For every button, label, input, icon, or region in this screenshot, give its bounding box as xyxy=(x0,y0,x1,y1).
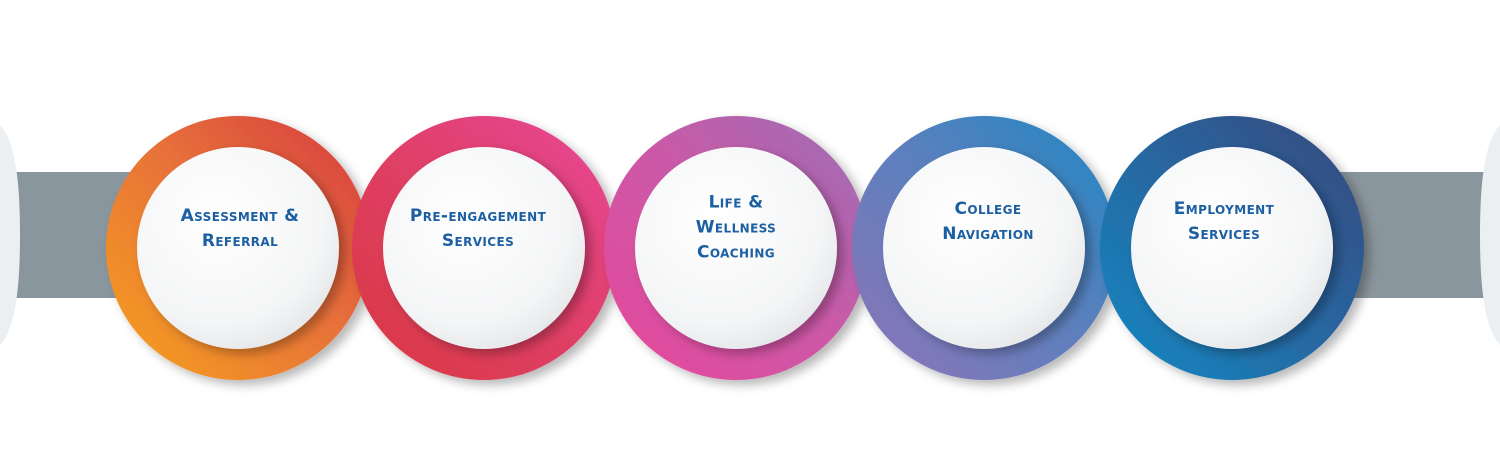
step-label-4: College Navigation xyxy=(893,197,1083,247)
step-label-4-line-2: Navigation xyxy=(942,224,1034,244)
step-label-5-line-2: Services xyxy=(1187,224,1261,244)
step-label-3: Life & Wellness Coaching xyxy=(641,191,831,266)
step-label-3-line-1: Life & xyxy=(708,192,764,213)
step-label-3-line-2: Wellness xyxy=(695,217,777,238)
step-disc-2 xyxy=(383,147,585,349)
band-left-cap xyxy=(0,125,20,345)
step-disc-1 xyxy=(137,147,339,349)
step-label-1-line-1: Assessment & xyxy=(180,206,300,226)
step-label-3-line-3: Coaching xyxy=(696,242,776,263)
step-label-5: Employment Services xyxy=(1129,197,1319,247)
step-label-4-line-1: College xyxy=(954,199,1022,219)
band-right-cap xyxy=(1480,125,1500,345)
step-label-2-line-1: Pre-engagement xyxy=(409,206,547,226)
step-label-2: Pre-engagement Services xyxy=(383,204,573,254)
step-disc-5 xyxy=(1131,147,1333,349)
step-disc-4 xyxy=(883,147,1085,349)
step-label-2-line-2: Services xyxy=(441,231,515,251)
step-label-1-line-2: Referral xyxy=(201,231,279,251)
rings-group xyxy=(106,116,1364,380)
step-disc-3 xyxy=(635,147,837,349)
band-right xyxy=(1340,172,1500,298)
step-label-5-line-1: Employment xyxy=(1173,199,1275,219)
step-label-1: Assessment & Referral xyxy=(145,204,335,254)
